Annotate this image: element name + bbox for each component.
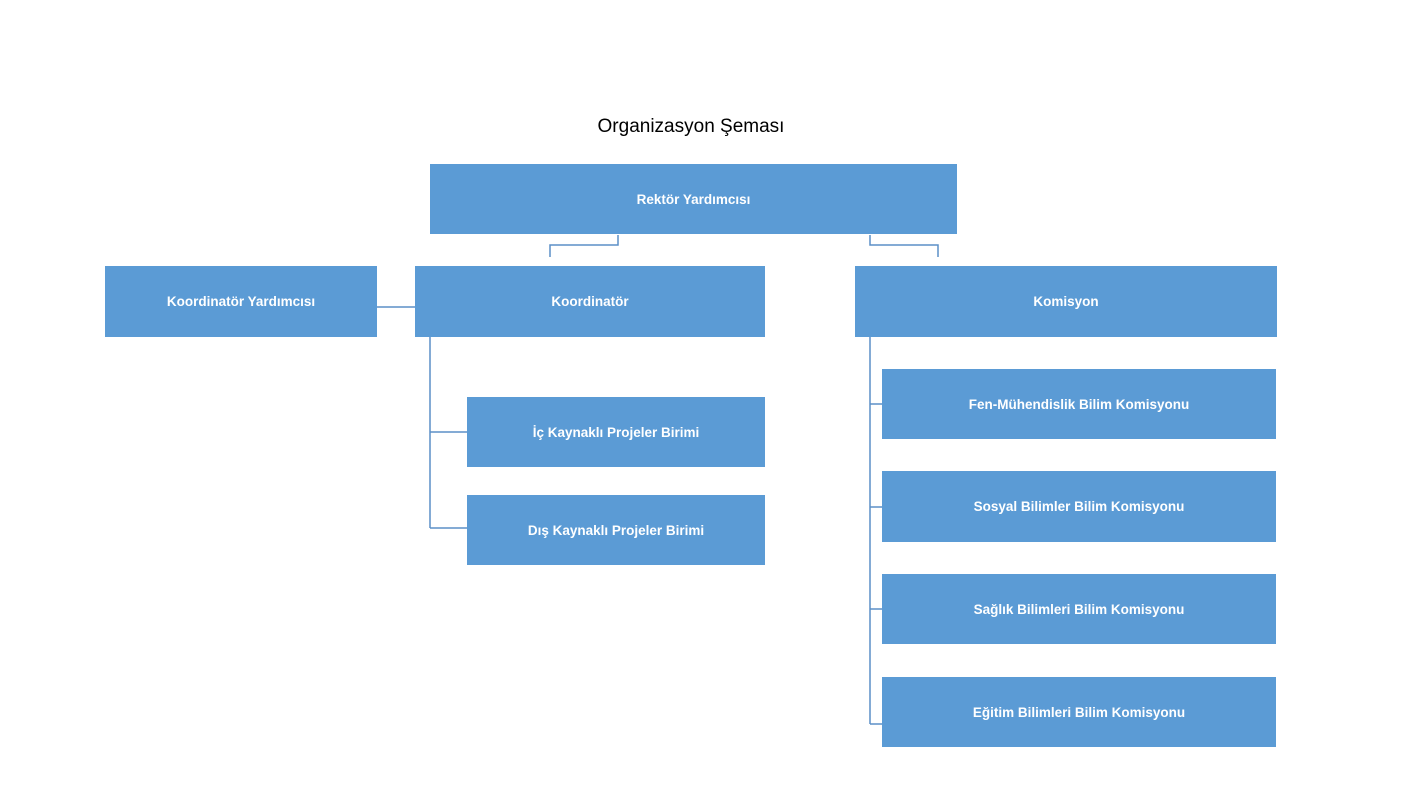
page-title: Organizasyon Şeması bbox=[597, 116, 785, 137]
node-label: Sağlık Bilimleri Bilim Komisyonu bbox=[973, 601, 1185, 617]
node-rektor-yardimcisi[interactable]: Rektör Yardımcısı bbox=[430, 164, 957, 234]
connector-rektor-komisyon bbox=[869, 235, 939, 257]
node-label: Komisyon bbox=[1033, 294, 1099, 309]
node-label: Koordinatör Yardımcısı bbox=[166, 294, 316, 309]
node-koordinator-yardimcisi[interactable]: Koordinatör Yardımcısı bbox=[105, 266, 377, 337]
node-label: Fen-Mühendislik Bilim Komisyonu bbox=[968, 396, 1190, 412]
connector-rektor-koordinator bbox=[549, 235, 619, 257]
node-saglik-bilimleri-bilim-komisyonu[interactable]: Sağlık Bilimleri Bilim Komisyonu bbox=[882, 574, 1276, 644]
node-sosyal-bilimler-bilim-komisyonu[interactable]: Sosyal Bilimler Bilim Komisyonu bbox=[882, 471, 1276, 542]
node-fen-muhendislik-bilim-komisyonu[interactable]: Fen-Mühendislik Bilim Komisyonu bbox=[882, 369, 1276, 439]
node-egitim-bilimleri-bilim-komisyonu[interactable]: Eğitim Bilimleri Bilim Komisyonu bbox=[882, 677, 1276, 747]
node-label: Rektör Yardımcısı bbox=[636, 191, 751, 207]
node-ic-kaynakli-projeler-birimi[interactable]: İç Kaynaklı Projeler Birimi bbox=[467, 397, 765, 467]
node-label: Sosyal Bilimler Bilim Komisyonu bbox=[973, 499, 1185, 514]
node-label: Koordinatör bbox=[551, 294, 629, 309]
node-label: İç Kaynaklı Projeler Birimi bbox=[532, 424, 700, 440]
node-dis-kaynakli-projeler-birimi[interactable]: Dış Kaynaklı Projeler Birimi bbox=[467, 495, 765, 565]
node-koordinator[interactable]: Koordinatör bbox=[415, 266, 765, 337]
node-komisyon[interactable]: Komisyon bbox=[855, 266, 1277, 337]
node-label: Eğitim Bilimleri Bilim Komisyonu bbox=[972, 704, 1186, 720]
node-label: Dış Kaynaklı Projeler Birimi bbox=[527, 522, 705, 538]
